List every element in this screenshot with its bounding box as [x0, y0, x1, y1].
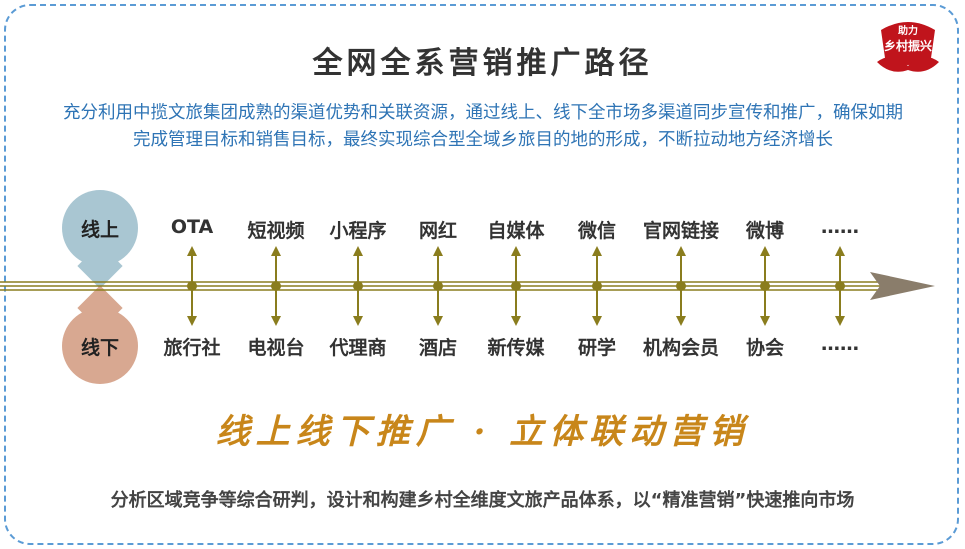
- offline-pin: 线下: [62, 308, 138, 384]
- online-channel-5: 微信: [577, 220, 616, 242]
- online-channel-6: 官网链接: [642, 220, 719, 242]
- online-channel-8: ……: [821, 216, 859, 238]
- axis-node-0: [187, 281, 197, 291]
- arrow-down-icon: [271, 316, 281, 326]
- arrow-up-icon: [835, 246, 845, 256]
- page-title: 全网全系营销推广路径: [312, 46, 653, 81]
- online-channel-7: 微博: [745, 220, 784, 242]
- axis-arrow-icon: [870, 272, 935, 300]
- axis-node-2: [353, 281, 363, 291]
- intro-paragraph: 充分利用中揽文旅集团成熟的渠道优势和关联资源，通过线上、线下全市场多渠道同步宣传…: [63, 103, 903, 150]
- arrow-up-icon: [511, 246, 521, 256]
- badge-line2: 乡村振兴: [884, 38, 932, 53]
- badge-line1: 助力: [898, 24, 918, 37]
- offline-label: 线下: [80, 336, 119, 359]
- arrow-up-icon: [353, 246, 363, 256]
- offline-channel-5: 研学: [577, 337, 616, 359]
- arrow-down-icon: [353, 316, 363, 326]
- rural-revitalization-badge: 助力 乡村振兴: [877, 22, 939, 72]
- axis-node-6: [676, 281, 686, 291]
- online-channel-0: OTA: [170, 216, 214, 238]
- online-channel-2: 小程序: [329, 220, 387, 242]
- axis-node-5: [592, 281, 602, 291]
- arrow-down-icon: [433, 316, 443, 326]
- axis-node-8: [835, 281, 845, 291]
- offline-channel-0: 旅行社: [163, 337, 221, 359]
- offline-channel-7: 协会: [745, 337, 784, 359]
- arrow-down-icon: [676, 316, 686, 326]
- arrow-down-icon: [760, 316, 770, 326]
- slogan: 线上线下推广 · 立体联动营销: [215, 412, 750, 452]
- arrow-up-icon: [187, 246, 197, 256]
- arrow-up-icon: [760, 246, 770, 256]
- arrow-down-icon: [592, 316, 602, 326]
- online-channel-4: 自媒体: [487, 220, 545, 242]
- offline-channel-6: 机构会员: [642, 337, 719, 359]
- arrow-up-icon: [676, 246, 686, 256]
- offline-channel-4: 新传媒: [487, 337, 545, 359]
- axis-node-1: [271, 281, 281, 291]
- axis-node-7: [760, 281, 770, 291]
- offline-channel-1: 电视台: [247, 337, 305, 359]
- arrow-down-icon: [835, 316, 845, 326]
- channel-axis: [0, 246, 935, 326]
- offline-channel-3: 酒店: [418, 337, 457, 359]
- axis-node-4: [511, 281, 521, 291]
- online-label: 线上: [80, 218, 119, 241]
- online-channel-3: 网红: [418, 220, 457, 242]
- arrow-up-icon: [433, 246, 443, 256]
- arrow-down-icon: [511, 316, 521, 326]
- online-channel-1: 短视频: [247, 220, 305, 242]
- arrow-up-icon: [271, 246, 281, 256]
- online-pin: 线上: [62, 190, 138, 266]
- page-frame: [4, 4, 959, 545]
- offline-channel-8: ……: [821, 333, 859, 355]
- offline-channel-2: 代理商: [329, 337, 387, 359]
- arrow-down-icon: [187, 316, 197, 326]
- arrow-up-icon: [592, 246, 602, 256]
- footer-text: 分析区域竞争等综合研判，设计和构建乡村全维度文旅产品体系，以“精准营销”快速推向…: [110, 490, 855, 511]
- axis-node-3: [433, 281, 443, 291]
